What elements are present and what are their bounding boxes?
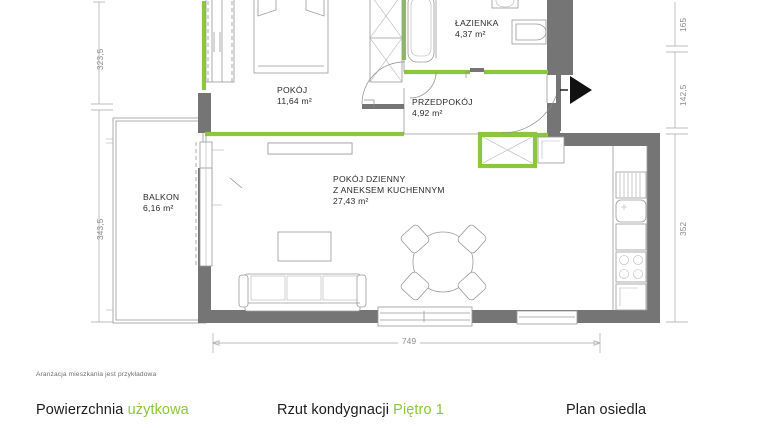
footer-estate-label: Plan osiedla xyxy=(566,402,647,418)
footer-area-link[interactable]: Powierzchnia użytkowa xyxy=(36,392,189,428)
kitchen-units xyxy=(615,171,647,311)
footer-floor-link[interactable]: Rzut kondygnacji Piętro 1 xyxy=(277,392,444,428)
footer-floor-label: Rzut kondygnacji xyxy=(277,402,390,418)
hall-entry xyxy=(465,68,592,164)
footer-area-accent: użytkowa xyxy=(127,402,189,418)
balcony-outline xyxy=(106,117,207,324)
dimension-lines-right xyxy=(666,2,688,323)
footer-area-label: Powierzchnia xyxy=(36,402,124,418)
bedroom-furniture xyxy=(205,0,405,155)
balcony-sliding-door xyxy=(195,141,243,267)
dimension-lines-left xyxy=(91,1,113,323)
footer-estate-link[interactable]: Plan osiedla xyxy=(566,392,646,428)
footer-bar: Powierzchnia użytkowa Rzut kondygnacji P… xyxy=(0,392,760,428)
living-room-furniture xyxy=(238,142,487,312)
dimension-line-bottom xyxy=(212,333,601,353)
disclaimer-note: Aranżacja mieszkania jest przykładowa xyxy=(36,371,157,378)
bottom-windows xyxy=(377,306,578,327)
bathroom-fixtures xyxy=(407,0,547,99)
interior-partitions xyxy=(403,0,648,310)
footer-floor-accent: Piętro 1 xyxy=(393,402,444,418)
